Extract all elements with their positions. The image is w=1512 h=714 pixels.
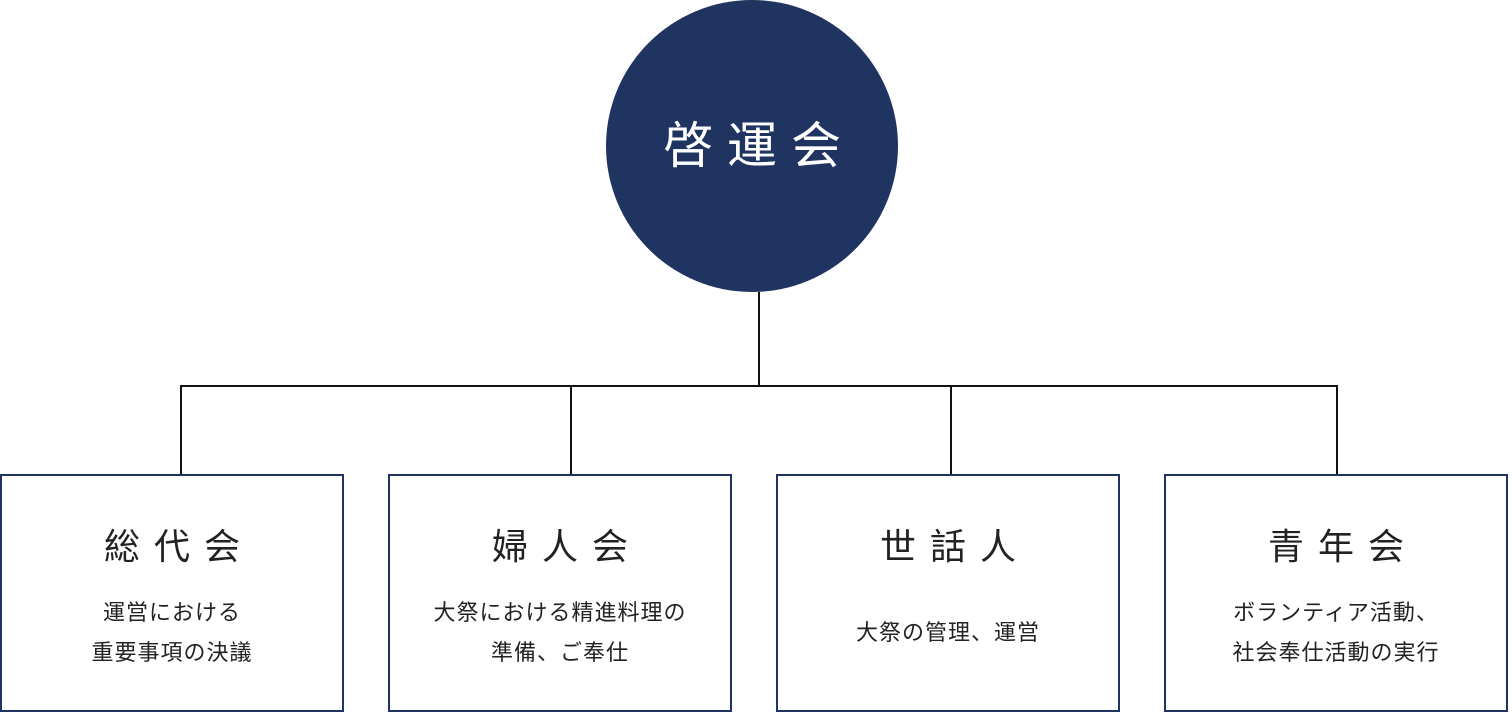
child-node-fujinkai: 婦人会 大祭における精進料理の 準備、ご奉仕 xyxy=(388,474,732,712)
child-node-seinenkai: 青年会 ボランティア活動、 社会奉仕活動の実行 xyxy=(1164,474,1508,712)
child-description: ボランティア活動、 社会奉仕活動の実行 xyxy=(1232,601,1440,666)
child-description: 大祭における精進料理の 準備、ご奉仕 xyxy=(433,601,687,666)
child-description: 運営における 重要事項の決議 xyxy=(91,601,253,666)
child-title: 世話人 xyxy=(879,527,1030,568)
child-node-soudaikai: 総代会 運営における 重要事項の決議 xyxy=(0,474,344,712)
child-description: 大祭の管理、運営 xyxy=(855,621,1040,646)
child-title: 婦人会 xyxy=(491,527,642,568)
child-title: 青年会 xyxy=(1267,527,1418,568)
root-label: 啓運会 xyxy=(663,117,855,175)
child-node-sewanin: 世話人 大祭の管理、運営 xyxy=(776,474,1120,712)
child-title: 総代会 xyxy=(103,527,254,568)
root-node: 啓運会 xyxy=(606,0,898,292)
